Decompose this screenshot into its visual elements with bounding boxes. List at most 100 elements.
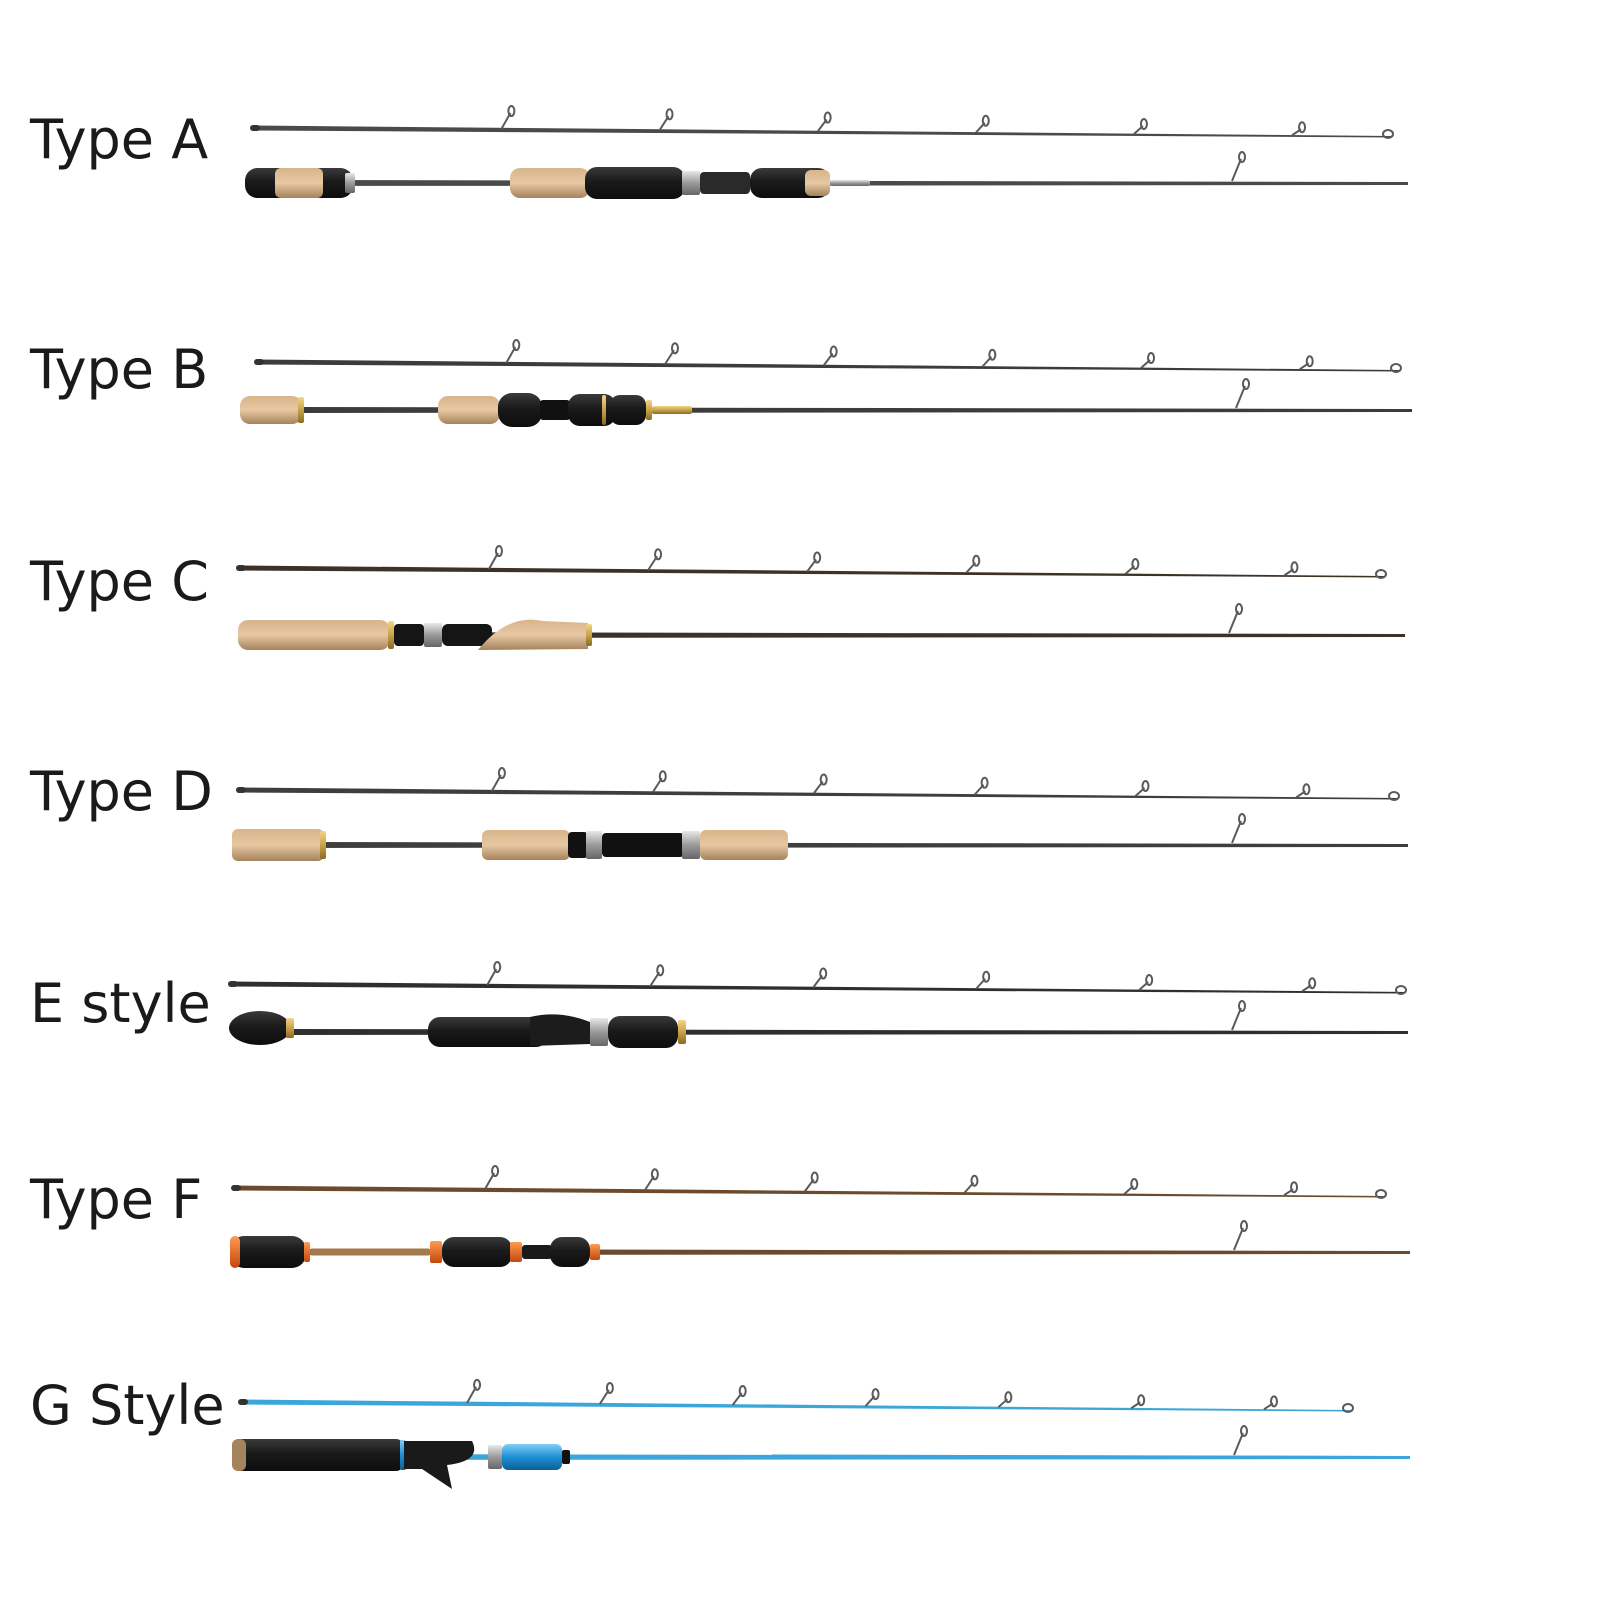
rod-1-top-blank [252,125,1392,138]
rod-6-seat-hood [550,1237,590,1267]
rod-1-stripper-guide-foot [1231,158,1242,182]
rod-6-rear-grip [442,1237,512,1267]
rod-2-stripper-guide-foot [1235,385,1246,409]
rod-6-top-guide-5-ring [1130,1178,1139,1191]
rod-6-top-blank [233,1185,1385,1198]
rod-2-top-blank [256,359,1400,372]
rod-2-top-guide-1-ring [512,339,521,352]
rod-2-reel-seat [540,400,570,420]
rod-6-butt-eva [230,1236,306,1268]
rod-4-seat-ring-2 [682,831,700,859]
rod-label-5: E style [30,972,211,1035]
rod-2-top-guide-3-ring [829,345,838,358]
rod-4-seat-end [568,832,588,858]
rod-1-top-guide-5-ring [1139,118,1148,131]
rod-6-stripper-guide-foot [1233,1227,1244,1251]
rod-7-top-guide-2-ring [605,1381,614,1394]
rod-3-top-guide-3-ring [813,551,822,564]
rod-5-butt-knob [229,1011,291,1045]
rod-3-top-guide-2-ring [654,548,663,561]
rod-1-tip-top [1382,129,1394,139]
rod-7-stripper-guide-ring [1240,1425,1248,1437]
rod-3-top-guide-1-ring [494,545,503,558]
rod-2-seat-hood [498,393,542,427]
rod-2-winding-check [646,400,652,420]
rod-label-6: Type F [30,1168,203,1231]
rod-3-gold-trim [388,621,394,649]
rod-1-fore-cork [510,168,590,198]
rod-2-stripper-guide-ring [1242,378,1250,390]
rod-4-seat-ring [586,831,602,859]
rod-3-seat-ring [424,623,442,647]
rod-7-trigger-seat [404,1441,475,1489]
rod-6-butt-cap [230,1236,240,1268]
rod-5-rear-eva [428,1017,548,1047]
rod-2-top-guide-4-ring [988,348,997,361]
rod-3-top-blank [238,565,1385,578]
rod-4-top-guide-6-ring [1302,783,1311,796]
rod-6-stripper-guide-ring [1240,1220,1248,1232]
rod-2-top-ferrule [254,359,264,365]
rod-3-tip-top [1375,569,1387,579]
rod-label-3: Type C [30,550,209,613]
rod-3-top-guide-5-ring [1131,558,1140,571]
rod-4-fore-cork [700,830,788,860]
rod-5-tip-top [1395,985,1407,995]
rod-7-top-blank [240,1399,1352,1412]
rod-3-rear-cork [238,620,390,650]
rod-5-reel-seat [530,1014,590,1046]
rod-6-winding-check [590,1244,600,1260]
rod-5-top-blank [230,981,1405,994]
rod-6-lower-blank [310,1248,430,1256]
rod-3-winding-check [586,624,592,646]
rod-7-blue-nut [502,1444,562,1470]
rod-4-top-guide-5-ring [1141,780,1150,793]
rod-5-top-guide-6-ring [1308,977,1317,990]
rod-4-stripper-guide-ring [1238,813,1246,825]
rod-1-hook-keeper [830,180,870,186]
rod-6-top-guide-1-ring [491,1165,500,1178]
rod-5-stripper-guide-foot [1231,1007,1242,1031]
rod-6-butt-trim [304,1242,310,1262]
rod-2-top-guide-6-ring [1305,355,1314,368]
rod-1-stripper-guide-ring [1238,151,1246,163]
rod-5-top-ferrule [228,981,238,987]
rod-2-seat-trim [602,395,606,425]
rod-7-top-guide-4-ring [871,1388,880,1401]
rod-1-butt-cork [275,168,323,198]
rod-5-seat-ring [590,1018,608,1046]
rod-3-top-guide-6-ring [1290,561,1299,574]
rod-7-tip-top [1342,1403,1354,1413]
rod-4-top-ferrule [236,787,246,793]
rod-3-seat-hood [442,624,492,646]
rod-3-reel-seat [394,624,424,646]
rod-4-top-guide-3-ring [819,773,828,786]
rod-label-4: Type D [30,760,213,823]
rod-4-butt-blank [292,842,1408,848]
rod-3-stripper-guide-ring [1235,603,1243,615]
rod-4-butt-trim [320,831,326,859]
rod-3-top-guide-4-ring [972,554,981,567]
rod-1-top-guide-2-ring [665,108,674,121]
rod-2-butt-cork [240,396,302,424]
rod-1-top-ferrule [250,125,260,131]
rod-5-top-guide-5-ring [1145,974,1154,987]
rod-7-top-guide-6-ring [1137,1394,1146,1407]
rod-7-seat-ring [488,1445,502,1469]
rod-1-front-cork [805,170,830,196]
rod-4-top-guide-1-ring [497,767,506,780]
rod-7-stripper-guide-foot [1233,1432,1244,1456]
rod-1-top-guide-4-ring [981,114,990,127]
rod-2-butt-band [298,397,304,423]
rod-2-fore-grip [610,395,646,425]
rod-5-top-guide-1-ring [493,961,502,974]
rod-5-butt-trim [286,1018,294,1038]
rod-4-top-blank [238,787,1398,800]
rod-6-tip-top [1375,1189,1387,1199]
rod-6-top-guide-3-ring [810,1171,819,1184]
rod-1-butt-band [345,173,355,193]
rod-4-butt-cork [232,829,324,861]
rod-4-reel-seat [602,833,684,857]
